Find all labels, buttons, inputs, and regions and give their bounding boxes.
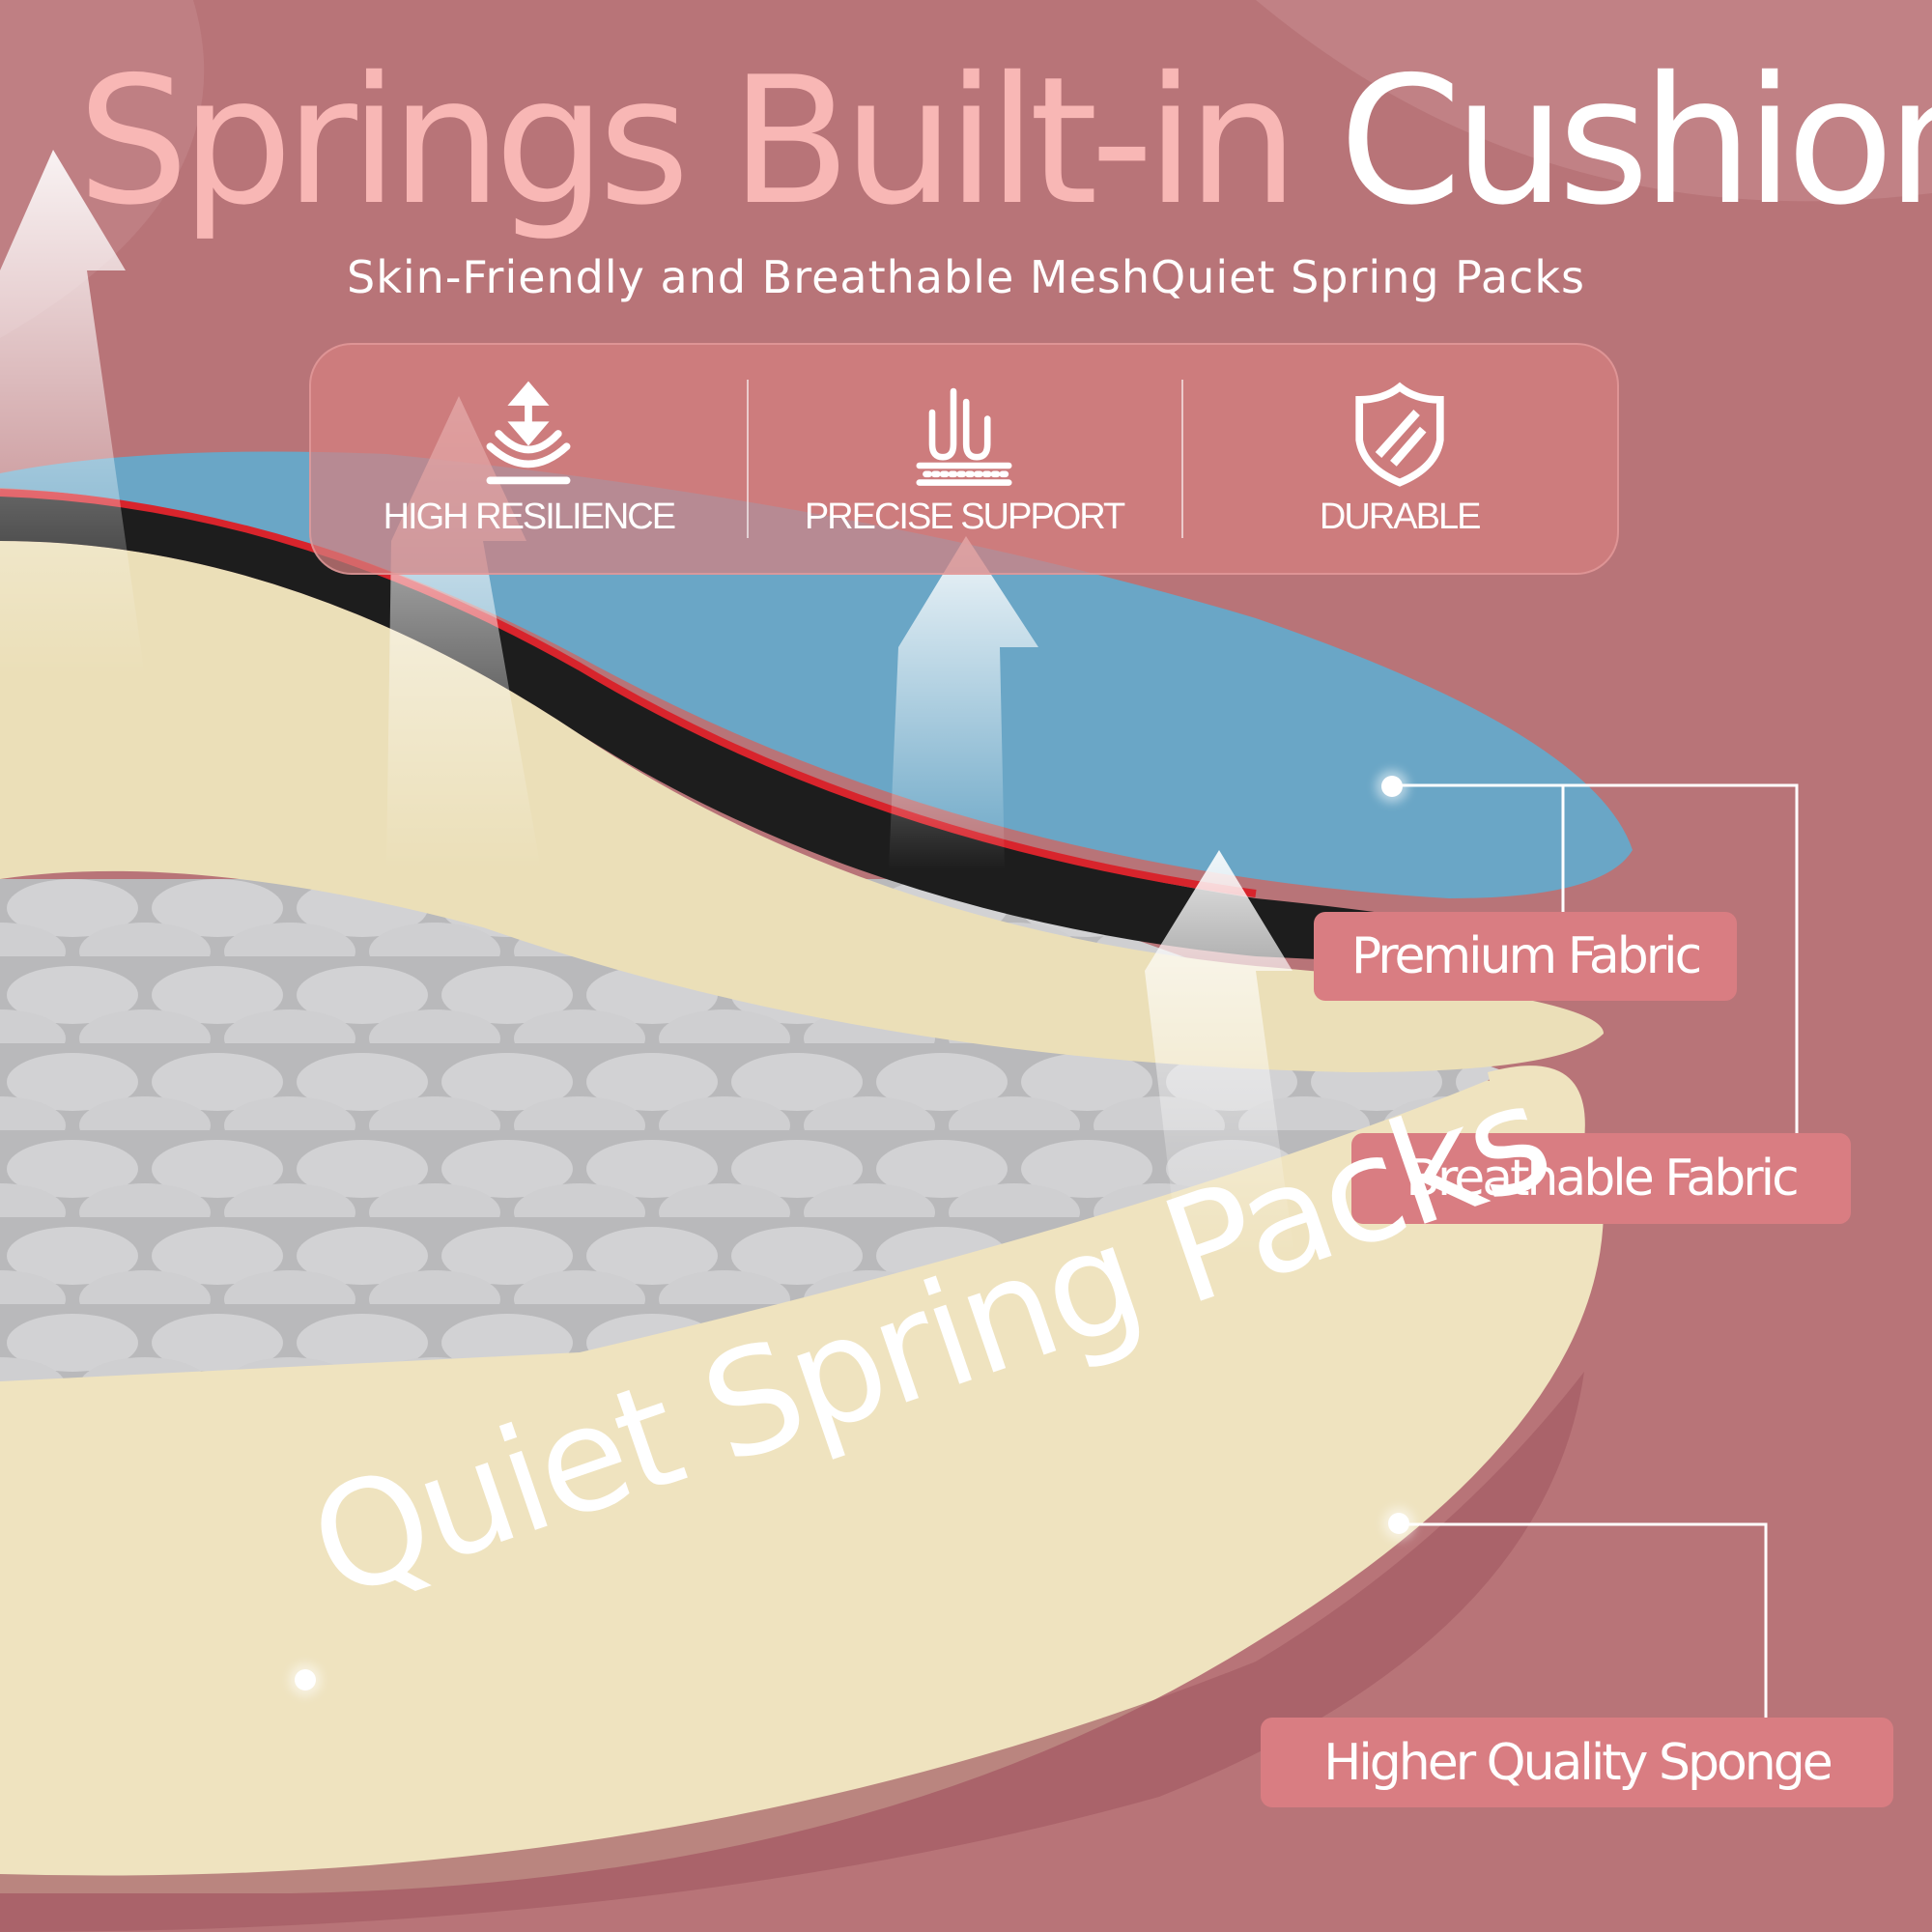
callout-breathable-fabric: Breathable Fabric [1351, 1133, 1851, 1224]
feature-label: HIGH RESILIENCE [383, 496, 677, 537]
feature-label: PRECISE SUPPORT [804, 496, 1125, 537]
page-title: Springs Built-in Cushion [77, 39, 1932, 243]
support-layers-icon [916, 387, 1012, 486]
callout-leader-lines [1391, 783, 1799, 1719]
feature-panel: HIGH RESILIENCE PRECISE SUPPORT DURABLE [309, 343, 1619, 575]
callout-dot-premium [1381, 776, 1403, 797]
subtitle: Skin-Friendly and Breathable MeshQuiet S… [347, 251, 1585, 303]
feature-high-resilience: HIGH RESILIENCE [311, 345, 747, 573]
callout-premium-fabric: Premium Fabric [1314, 912, 1737, 1001]
feature-durable: DURABLE [1181, 345, 1617, 573]
title-part-springs: Springs Built-in [77, 39, 1298, 243]
feature-label: DURABLE [1319, 496, 1481, 537]
callout-higher-quality-sponge: Higher Quality Sponge [1261, 1718, 1893, 1807]
compress-arrow-icon [486, 381, 571, 484]
quiet-dot [295, 1669, 316, 1690]
callout-dot-sponge [1388, 1513, 1409, 1534]
title-part-cushion: Cushion [1339, 39, 1932, 243]
shield-icon [1355, 382, 1444, 487]
feature-precise-support: PRECISE SUPPORT [746, 345, 1182, 573]
